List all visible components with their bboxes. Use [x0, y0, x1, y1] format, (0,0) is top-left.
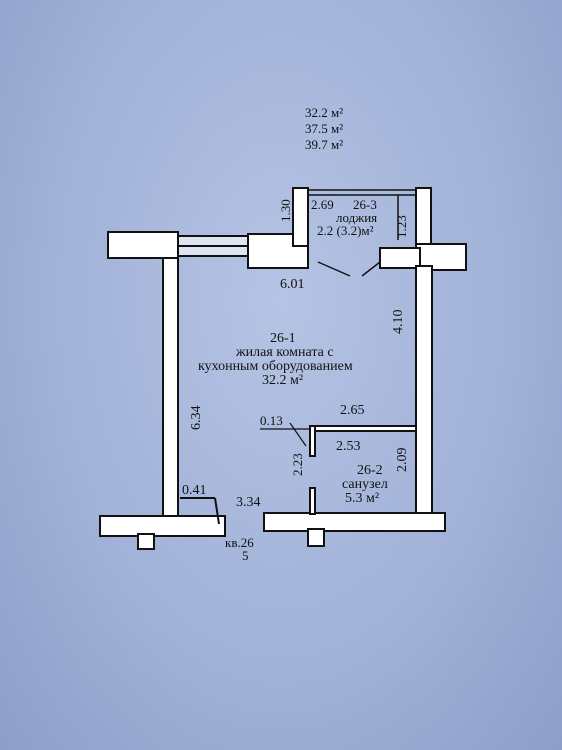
left-wall — [162, 255, 179, 517]
total-area-with-loggia: 39.7 м² — [305, 137, 344, 152]
living-area: 32.2 м² — [305, 105, 344, 120]
bottom-left-stub — [137, 533, 155, 550]
right-wall — [415, 265, 433, 517]
dim-2-23: 2.23 — [290, 453, 305, 476]
loggia-id: 26-3 — [353, 197, 377, 212]
room-2-area: 5.3 м² — [345, 491, 379, 506]
bottom-right-wall — [263, 512, 446, 532]
room-1-name-line2: кухонным оборудованием — [198, 359, 353, 374]
bottom-right-stub — [307, 528, 325, 547]
dim-4-10: 4.10 — [391, 310, 406, 335]
dim-6-34: 6.34 — [189, 406, 204, 431]
bathroom-partition-top — [309, 425, 417, 432]
bathroom-partition-side-lower — [309, 487, 316, 515]
entrance-door — [180, 497, 220, 525]
left-top-wall — [107, 231, 179, 259]
loggia-door — [317, 261, 381, 277]
dim-1-30: 1.30 — [278, 199, 293, 222]
dim-1-23: 1.23 — [394, 215, 409, 238]
dim-6-01: 6.01 — [280, 277, 305, 292]
room-2-name: санузел — [342, 477, 388, 492]
bathroom-partition-side — [309, 425, 316, 457]
dim-2-09: 2.09 — [395, 448, 410, 473]
area-summary: 32.2 м² 37.5 м² 39.7 м² — [305, 105, 343, 153]
apartment-label: кв.26 — [225, 535, 254, 550]
room-1-id: 26-1 — [270, 331, 296, 346]
loggia-name: лоджия — [336, 210, 377, 225]
dim-2-23-leader — [289, 422, 307, 447]
walls — [99, 187, 467, 550]
dim-0-41: 0.41 — [182, 483, 207, 498]
dim-2-69: 2.69 — [311, 197, 334, 212]
total-area: 37.5 м² — [305, 121, 344, 136]
dim-2-53: 2.53 — [336, 439, 361, 454]
dim-2-65: 2.65 — [340, 403, 365, 418]
loggia-left-wall — [292, 187, 309, 247]
dim-3-34: 3.34 — [236, 495, 261, 510]
room-1-name-line1: жилая комната с — [235, 345, 334, 360]
loggia-right-wall — [415, 187, 432, 247]
bottom-left-wall — [99, 515, 226, 537]
floor-number: 5 — [242, 548, 249, 563]
room-2-id: 26-2 — [357, 463, 383, 478]
room-1-area: 32.2 м² — [262, 373, 303, 388]
loggia-outline — [308, 189, 416, 240]
top-right-wall-block — [379, 247, 421, 269]
loggia-area: 2.2 (3.2)м² — [317, 223, 374, 238]
dim-0-13: 0.13 — [260, 413, 283, 428]
